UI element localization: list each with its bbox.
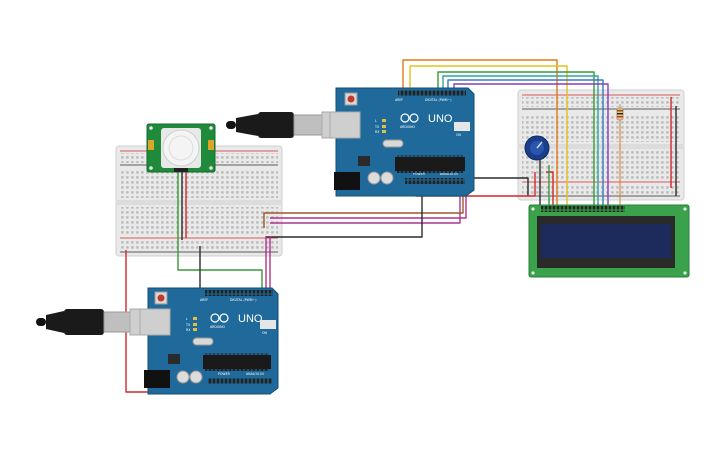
arduino-uno-bottom: DIGITAL (PWM~) AREF POWER ANALOG IN TX R…	[139, 287, 279, 395]
analog-label: ANALOG IN	[246, 372, 264, 376]
brand-label: ARDUINO	[400, 125, 416, 129]
digital-label: DIGITAL (PWM~)	[425, 98, 451, 102]
on-label: ON	[456, 133, 462, 137]
wire-orange	[402, 59, 558, 205]
arduino-uno-top: DIGITAL (PWM~) AREF POWER ANALOG IN TX R…	[329, 87, 475, 197]
analog-label: ANALOG IN	[440, 172, 458, 176]
model-label: UNO	[238, 313, 263, 325]
model-label: UNO	[428, 113, 453, 125]
wire-teal-lcd	[442, 75, 599, 205]
resistor	[616, 104, 624, 124]
wire-green-lcd	[437, 71, 595, 205]
aref-label: AREF	[395, 98, 403, 102]
on-label: ON	[262, 331, 268, 335]
wire-magenta-2	[270, 185, 461, 224]
wire-black-left	[266, 185, 423, 238]
digital-label: DIGITAL (PWM~)	[230, 298, 256, 302]
pir-sensor	[146, 123, 216, 173]
wire-blue-lcd	[447, 79, 604, 205]
l-label: L	[375, 119, 377, 123]
arduino-logo: ARDUINO	[400, 113, 419, 129]
wire-brown	[263, 185, 464, 228]
pir-dome	[162, 129, 200, 167]
potentiometer[interactable]	[524, 135, 550, 161]
l-label: L	[186, 317, 188, 321]
rx-label: RX	[375, 130, 380, 134]
wire-green-bottom	[177, 170, 263, 290]
power-label: POWER	[218, 372, 231, 376]
arduino-logo: ARDUINO	[210, 313, 229, 329]
power-label: POWER	[413, 172, 426, 176]
tx-label: TX	[185, 323, 191, 327]
wire-yellow	[409, 65, 568, 205]
lcd-16x2	[528, 204, 690, 278]
aref-label: AREF	[200, 298, 208, 302]
rx-label: RX	[186, 328, 191, 332]
lcd-screen	[541, 224, 671, 258]
tx-label: TX	[374, 125, 380, 129]
brand-label: ARDUINO	[210, 325, 226, 329]
